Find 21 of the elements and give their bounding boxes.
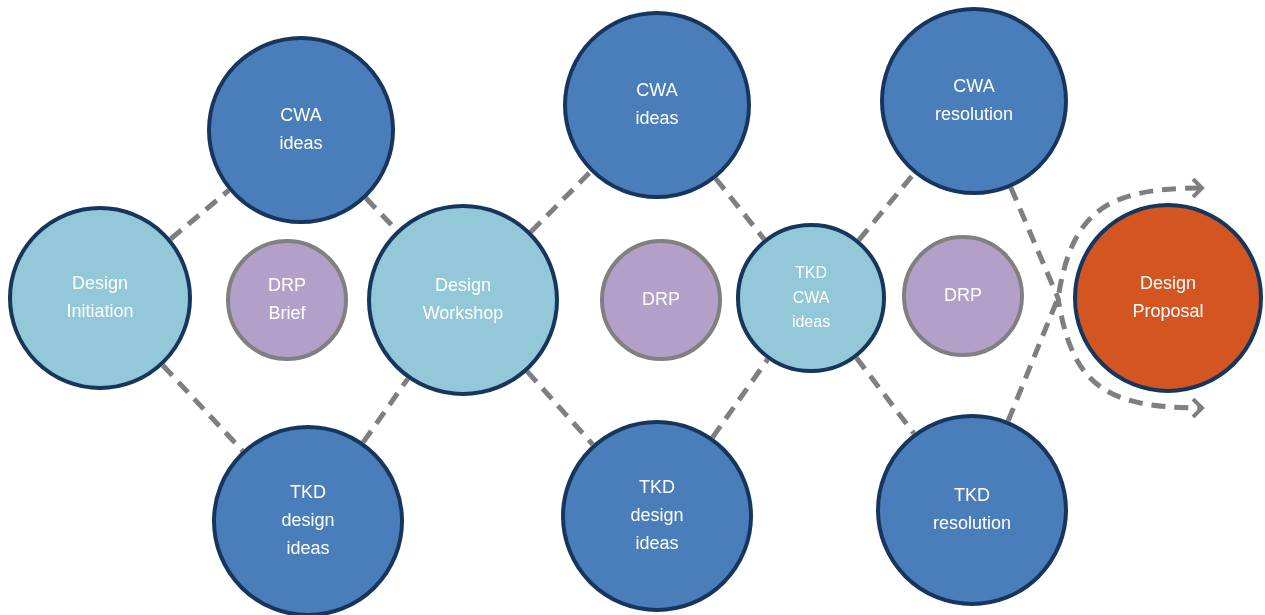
dashed-connector xyxy=(710,357,770,440)
dashed-connector xyxy=(361,377,410,444)
node-label: DRP xyxy=(641,288,681,312)
dashed-connector xyxy=(854,356,916,436)
node-label: Design Workshop xyxy=(421,274,505,325)
node-label: TKD design ideas xyxy=(629,476,685,555)
node-label: TKD resolution xyxy=(931,484,1012,535)
node-label: DRP xyxy=(943,284,983,308)
node-label: Design Initiation xyxy=(65,272,135,323)
node-label: DRP Brief xyxy=(267,274,307,325)
node-label: CWA ideas xyxy=(634,79,680,130)
dashed-connector xyxy=(169,188,231,241)
dashed-connector xyxy=(160,363,245,453)
dashed-connector xyxy=(525,369,595,447)
node-label: Design Proposal xyxy=(1131,272,1205,323)
node-label: TKD CWA ideas xyxy=(790,262,832,333)
dashed-connector xyxy=(528,169,593,234)
node-label: TKD design ideas xyxy=(280,481,336,560)
node-label: CWA resolution xyxy=(933,75,1014,126)
dashed-connector xyxy=(713,176,767,241)
node-label: CWA ideas xyxy=(278,104,324,155)
